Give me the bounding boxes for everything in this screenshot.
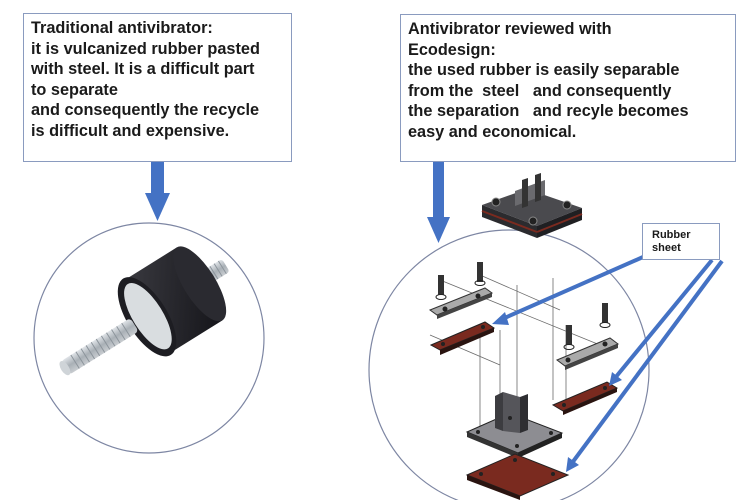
rubber-base-sheet xyxy=(465,453,570,500)
text-line: to separate xyxy=(31,80,118,99)
down-arrow-right xyxy=(427,162,450,243)
rubber-antivibrator-image xyxy=(59,246,229,376)
rubber-sheet-callout: Rubber sheet xyxy=(642,223,720,260)
assembled-antivibrator xyxy=(481,173,583,238)
text-line: from the steel and consequently xyxy=(408,81,672,100)
text-line: Antivibrator reviewed with xyxy=(408,20,612,38)
text-line: Ecodesign: xyxy=(408,40,496,59)
bolt xyxy=(599,303,611,328)
rubber-sheet xyxy=(429,321,496,355)
text-line: easy and economical. xyxy=(408,122,577,141)
text-line: Traditional antivibrator: xyxy=(31,19,213,37)
callout-line: sheet xyxy=(652,242,681,254)
text-line: with steel. It is a difficult part xyxy=(31,60,255,78)
text-line: the separation and recyle becomes xyxy=(408,102,689,120)
rubber-sheet xyxy=(551,381,619,415)
exploded-assembly-image xyxy=(428,173,620,500)
product-circle-right xyxy=(368,229,650,500)
text-line: and consequently the recycle xyxy=(31,101,260,119)
bolt xyxy=(474,262,486,286)
base-plate xyxy=(465,392,564,458)
text-line: is difficult and expensive. xyxy=(31,121,230,140)
traditional-antivibrator-textbox: Traditional antivibrator: it is vulcaniz… xyxy=(23,13,292,162)
callout-line: Rubber xyxy=(652,229,691,241)
down-arrow-left xyxy=(145,162,170,221)
bolt xyxy=(435,275,447,300)
text-line: it is vulcanized rubber pasted xyxy=(31,39,260,58)
text-line: the used rubber is easily separable xyxy=(408,61,680,79)
product-circle-left xyxy=(33,222,265,454)
rubber-sheet-pointer-arrows xyxy=(492,255,724,472)
bolt xyxy=(563,325,575,350)
steel-strip xyxy=(428,287,494,319)
steel-strip xyxy=(555,337,620,370)
ecodesign-antivibrator-textbox: Antivibrator reviewed with Ecodesign: th… xyxy=(400,14,736,162)
